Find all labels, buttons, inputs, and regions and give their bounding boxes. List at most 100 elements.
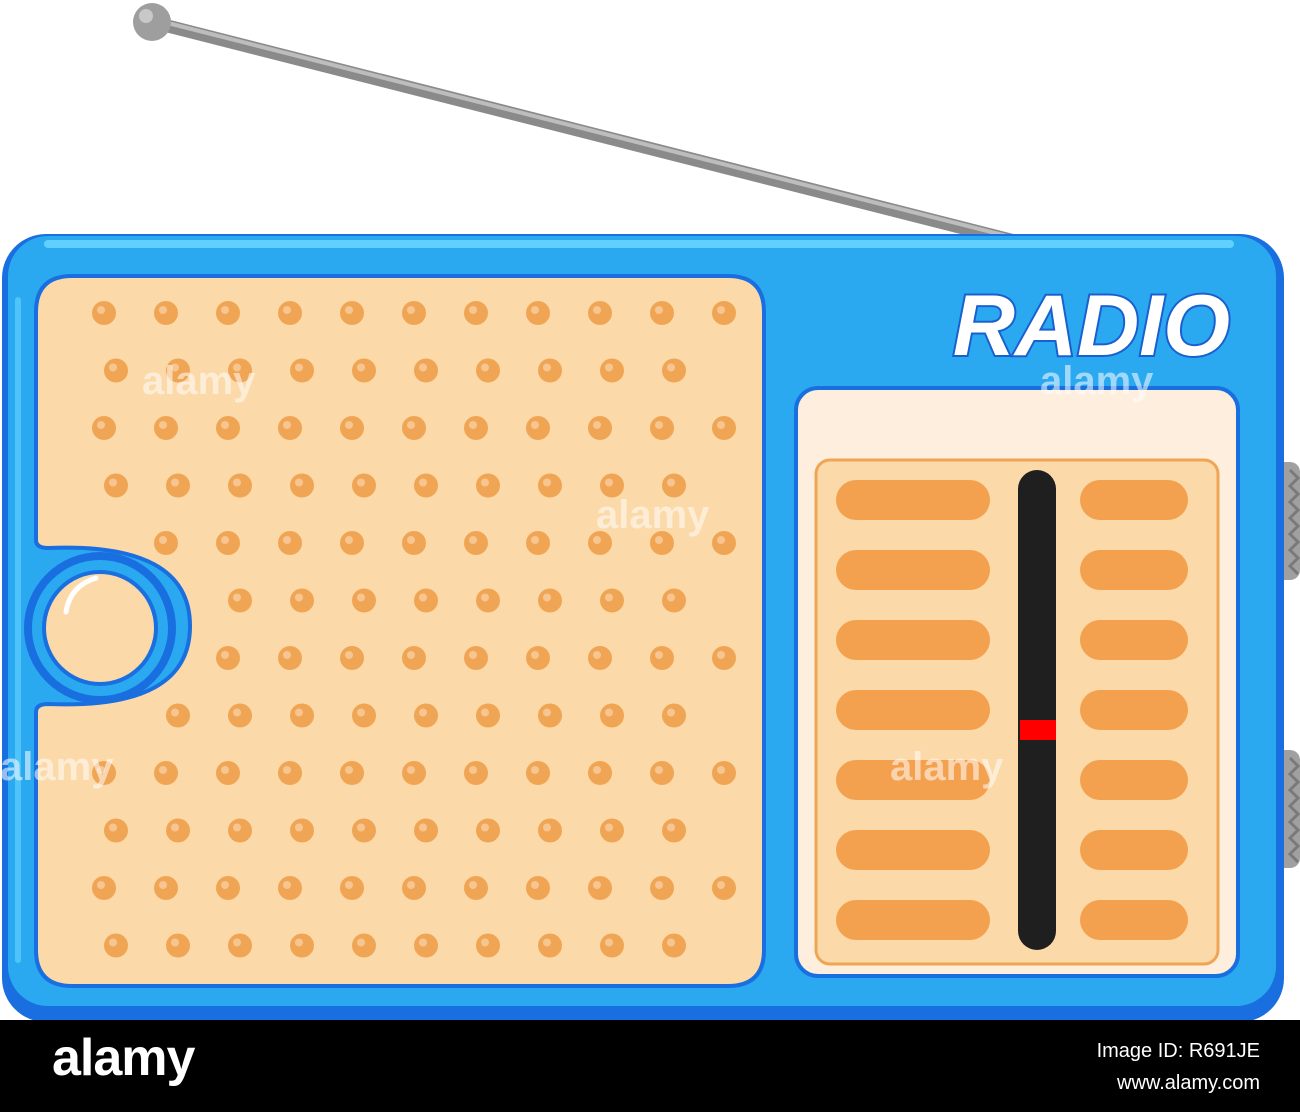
- speaker-hole-highlight: [295, 708, 303, 717]
- speaker-hole: [278, 531, 302, 555]
- speaker-hole: [216, 876, 240, 900]
- speaker-hole-highlight: [221, 651, 229, 659]
- tuner-band-bar: [1080, 620, 1188, 660]
- speaker-hole-highlight: [593, 651, 601, 659]
- speaker-hole: [476, 933, 500, 958]
- speaker-hole-highlight: [717, 536, 725, 544]
- watermark-text: alamy: [596, 493, 710, 537]
- speaker-hole-highlight: [283, 651, 291, 659]
- volume-knob: [24, 552, 176, 704]
- speaker-hole-highlight: [221, 766, 229, 774]
- speaker-hole: [340, 416, 364, 440]
- speaker-hole: [662, 588, 686, 613]
- speaker-hole: [290, 358, 314, 383]
- speaker-hole-highlight: [717, 881, 725, 889]
- speaker-hole-highlight: [531, 536, 539, 544]
- speaker-hole: [476, 358, 500, 383]
- speaker-hole: [588, 761, 612, 785]
- speaker-hole: [662, 933, 686, 958]
- speaker-hole: [662, 358, 686, 383]
- speaker-hole-highlight: [531, 881, 539, 889]
- speaker-hole-highlight: [357, 938, 365, 947]
- speaker-hole-highlight: [357, 593, 365, 602]
- speaker-hole: [650, 301, 674, 325]
- speaker-hole-highlight: [233, 823, 241, 832]
- speaker-hole-highlight: [469, 651, 477, 659]
- speaker-hole: [278, 761, 302, 785]
- speaker-hole-highlight: [667, 938, 675, 947]
- speaker-hole-highlight: [159, 421, 167, 429]
- speaker-hole: [600, 933, 624, 958]
- speaker-hole: [600, 818, 624, 843]
- speaker-hole-highlight: [605, 593, 613, 602]
- speaker-hole-highlight: [717, 766, 725, 774]
- speaker-hole-highlight: [469, 536, 477, 544]
- speaker-hole-highlight: [345, 881, 353, 889]
- speaker-hole-highlight: [667, 593, 675, 602]
- speaker-hole: [538, 933, 562, 958]
- speaker-hole-highlight: [543, 593, 551, 602]
- speaker-hole-highlight: [295, 593, 303, 602]
- speaker-hole: [538, 358, 562, 383]
- speaker-hole: [216, 646, 240, 670]
- speaker-hole: [340, 301, 364, 325]
- speaker-hole-highlight: [481, 593, 489, 602]
- speaker-hole-highlight: [159, 536, 167, 544]
- speaker-hole-highlight: [667, 478, 675, 487]
- speaker-hole-highlight: [593, 306, 601, 314]
- speaker-hole: [352, 933, 376, 958]
- speaker-hole: [340, 646, 364, 670]
- speaker-hole-highlight: [221, 881, 229, 889]
- speaker-hole: [662, 473, 686, 498]
- speaker-hole: [476, 818, 500, 843]
- speaker-hole-highlight: [655, 881, 663, 889]
- speaker-hole: [228, 703, 252, 728]
- speaker-hole-highlight: [543, 478, 551, 487]
- speaker-hole-highlight: [233, 363, 241, 372]
- speaker-hole: [402, 761, 426, 785]
- tuner-band-bar: [836, 690, 990, 730]
- speaker-hole-highlight: [221, 536, 229, 544]
- speaker-hole: [92, 416, 116, 440]
- speaker-hole: [290, 703, 314, 728]
- speaker-hole: [104, 473, 128, 498]
- speaker-hole: [166, 703, 190, 728]
- speaker-hole-highlight: [419, 708, 427, 717]
- speaker-hole-highlight: [419, 823, 427, 832]
- speaker-hole-highlight: [481, 478, 489, 487]
- speaker-hole-highlight: [109, 478, 117, 487]
- speaker-hole: [526, 876, 550, 900]
- speaker-hole: [464, 761, 488, 785]
- speaker-hole-highlight: [655, 306, 663, 314]
- speaker-hole-highlight: [605, 708, 613, 717]
- speaker-hole: [352, 818, 376, 843]
- speaker-hole-highlight: [667, 823, 675, 832]
- speaker-hole: [538, 703, 562, 728]
- antenna-icon: [133, 3, 1057, 257]
- speaker-hole-highlight: [667, 708, 675, 717]
- speaker-hole: [526, 761, 550, 785]
- speaker-hole-highlight: [655, 651, 663, 659]
- tuner-band-bar: [1080, 830, 1188, 870]
- site-label: www.alamy.com: [1117, 1072, 1260, 1094]
- speaker-hole: [402, 646, 426, 670]
- speaker-hole: [402, 876, 426, 900]
- radio-label: RADIO: [953, 278, 1230, 374]
- speaker-hole-highlight: [295, 823, 303, 832]
- speaker-hole-highlight: [717, 306, 725, 314]
- speaker-hole: [464, 876, 488, 900]
- speaker-hole: [712, 416, 736, 440]
- speaker-hole: [600, 703, 624, 728]
- speaker-hole: [402, 301, 426, 325]
- speaker-hole: [414, 703, 438, 728]
- speaker-hole-highlight: [283, 536, 291, 544]
- speaker-hole: [154, 531, 178, 555]
- tuner-band-bar: [836, 550, 990, 590]
- speaker-hole: [414, 933, 438, 958]
- speaker-grille: [34, 274, 766, 988]
- speaker-hole: [588, 301, 612, 325]
- speaker-hole-highlight: [283, 766, 291, 774]
- speaker-hole-highlight: [605, 478, 613, 487]
- speaker-hole: [92, 761, 116, 785]
- speaker-hole: [216, 531, 240, 555]
